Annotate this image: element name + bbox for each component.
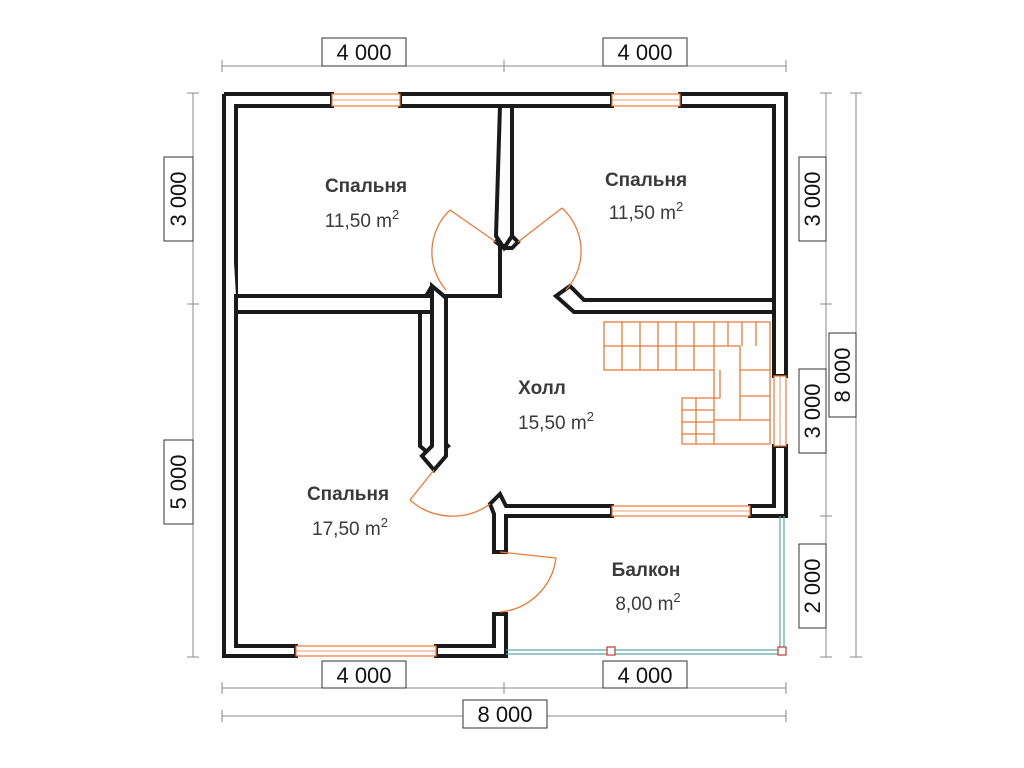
door-bedroom-bottom-left: [409, 469, 491, 517]
dimension-label-left-bottom: 5 000: [163, 439, 194, 525]
svg-text:2 000: 2 000: [800, 558, 825, 613]
dimension-label-right-top: 3 000: [798, 156, 827, 242]
balcony-door-window: [611, 505, 751, 517]
window-right-hall: [773, 375, 787, 447]
window-top-right: [611, 93, 681, 107]
svg-text:4 000: 4 000: [617, 40, 672, 65]
room-area: 11,50 m2: [609, 199, 683, 224]
balcony-railing: [506, 516, 787, 656]
room-balcony: Балкон 8,00 m2: [612, 560, 681, 615]
room-bedroom-bottom-left: Спальня 17,50 m2: [307, 484, 389, 540]
door-bedroom-top-right: [517, 207, 582, 291]
window-bottom-left: [295, 645, 437, 657]
staircase: [603, 321, 771, 445]
walls: [222, 92, 788, 658]
dimension-label-right-total: 8 000: [828, 332, 857, 418]
room-bedroom-top-left: Спальня 11,50 m2: [325, 176, 407, 232]
dimension-label-bottom-left: 4 000: [321, 660, 407, 689]
door-bedroom-top-left: [431, 209, 497, 291]
dimension-label-bottom-total: 8 000: [462, 699, 548, 729]
dimension-label-top-left: 4 000: [321, 37, 407, 67]
svg-text:3 000: 3 000: [166, 171, 191, 226]
room-name: Спальня: [307, 484, 389, 505]
svg-text:3 000: 3 000: [800, 171, 825, 226]
room-bedroom-top-right: Спальня 11,50 m2: [605, 170, 687, 224]
room-area: 8,00 m2: [615, 590, 680, 615]
window-top-left: [331, 93, 401, 107]
door-balcony: [499, 551, 557, 613]
room-name: Балкон: [612, 560, 681, 581]
dimension-label-right-middle: 3 000: [798, 368, 827, 454]
svg-text:4 000: 4 000: [617, 663, 672, 688]
svg-text:8 000: 8 000: [477, 702, 532, 727]
svg-text:8 000: 8 000: [830, 347, 855, 402]
room-area: 11,50 m2: [325, 207, 399, 232]
svg-text:5 000: 5 000: [166, 454, 191, 509]
dimension-label-left-top: 3 000: [163, 156, 194, 242]
svg-text:4 000: 4 000: [336, 663, 391, 688]
svg-text:3 000: 3 000: [800, 383, 825, 438]
dimension-label-right-bottom: 2 000: [798, 543, 827, 629]
room-hall: Холл 15,50 m2: [518, 378, 594, 434]
room-area: 17,50 m2: [312, 515, 388, 540]
room-name: Спальня: [325, 176, 407, 197]
svg-text:4 000: 4 000: [336, 40, 391, 65]
room-name: Спальня: [605, 170, 687, 191]
dimension-label-top-right: 4 000: [602, 37, 688, 67]
room-area: 15,50 m2: [518, 409, 594, 434]
room-name: Холл: [518, 378, 566, 399]
dimension-label-bottom-right: 4 000: [602, 660, 688, 689]
